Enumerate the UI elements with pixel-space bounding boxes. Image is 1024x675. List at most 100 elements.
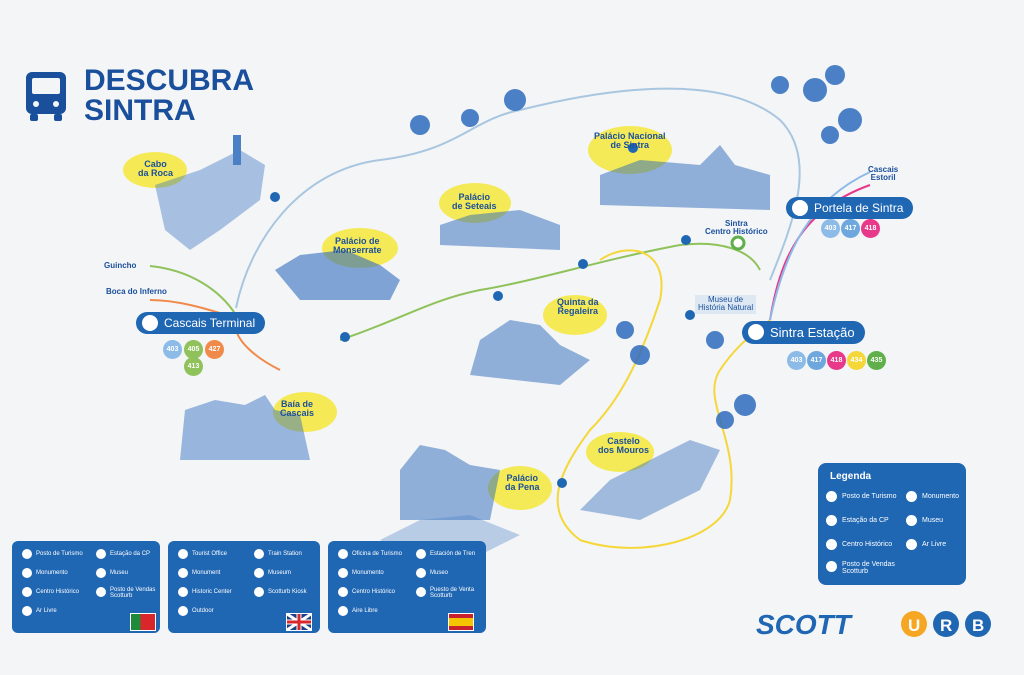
route-badge: 403 [163, 340, 182, 359]
lighthouse [233, 135, 241, 165]
stop-marker [628, 143, 638, 153]
legend-pt-item: Monumento [36, 570, 68, 576]
palace-seteais [440, 210, 560, 250]
legend-pt-item: Museu [110, 570, 129, 576]
flag-portugal-icon[interactable] [130, 613, 156, 631]
label-palacio-monserrate[interactable]: Palácio de Monserrate [333, 236, 382, 256]
castle-mouros [580, 440, 720, 520]
label-boca-inferno[interactable]: Boca do Inferno [106, 287, 167, 296]
station-label: Portela de Sintra [814, 201, 904, 215]
monument-icon [178, 568, 188, 578]
legend-es-item: Aire Libre [352, 608, 378, 614]
route-badge: 417 [841, 219, 860, 238]
museum-icon [906, 515, 917, 526]
route-badge: 405 [184, 340, 203, 359]
tree-icon [825, 65, 845, 85]
train-icon [96, 549, 106, 559]
svg-text:U: U [908, 616, 920, 635]
legend-item: Ar Livre [922, 541, 947, 548]
stop-marker [493, 291, 503, 301]
stop-marker [681, 235, 691, 245]
legend-es: Oficina de Turismo Estación de Tren Monu… [328, 541, 486, 633]
title-line1: DESCUBRA [84, 64, 255, 97]
monument-icon [338, 568, 348, 578]
legend-en-item: Scotturb Kiosk [268, 589, 307, 595]
label-cabo-da-roca[interactable]: Cabo da Roca [138, 159, 174, 179]
legend-en-item: Outdoor [192, 608, 214, 614]
legend-en-item: Monument [192, 570, 221, 576]
highlight-pena [488, 466, 552, 510]
train-icon [416, 549, 426, 559]
route-line-blue [235, 87, 801, 309]
label-sintra-centro[interactable]: Sintra Centro Histórico [705, 219, 768, 237]
label-palacio-nacional[interactable]: Palácio Nacional de Sintra [594, 131, 666, 151]
stop-marker [340, 332, 350, 342]
stop-marker [557, 478, 567, 488]
tree-icon [338, 606, 348, 616]
legend-item: Centro Histórico [842, 541, 893, 548]
legend-title: Legenda [830, 471, 872, 482]
route-line-orange [149, 299, 281, 371]
museum-icon [96, 568, 106, 578]
label-palacio-seteais[interactable]: Palácio de Seteais [452, 192, 497, 212]
flag-spain-icon[interactable] [448, 613, 474, 631]
tree-icon [410, 115, 430, 135]
legend-es-item: Oficina de Turismo [352, 551, 403, 557]
station-portela-sintra[interactable]: Portela de Sintra [786, 197, 914, 219]
info-icon [338, 549, 348, 559]
palace-nacional [600, 145, 770, 210]
route-badge: 434 [847, 351, 866, 370]
palace-pena [400, 445, 500, 520]
route-line-green-left [149, 265, 237, 316]
title-line2: SINTRA [84, 94, 196, 127]
tree-icon [178, 606, 188, 616]
tree-icon [716, 411, 734, 429]
route-badge: 403 [821, 219, 840, 238]
info-icon [178, 549, 188, 559]
legend-es-item: Puesto de Venta Scotturb [430, 587, 475, 599]
legend-en-item: Historic Center [192, 589, 232, 595]
legend-item: Museu [922, 517, 944, 524]
legend-pt-item: Ar Livre [36, 608, 57, 614]
tree-icon [706, 331, 724, 349]
svg-text:B: B [972, 616, 984, 635]
station-cascais-terminal[interactable]: Cascais Terminal [136, 312, 266, 334]
monument-icon [906, 491, 917, 502]
highlight-cabo-roca [123, 152, 187, 188]
tree-icon [616, 321, 634, 339]
route-badge: 418 [861, 219, 880, 238]
historic-center-icon [22, 587, 32, 597]
legend-pt-item: Posto de Vendas Scotturb [110, 587, 156, 599]
sales-point-icon [416, 587, 426, 597]
stop-marker [578, 259, 588, 269]
label-museu[interactable]: Museu de História Natural [695, 295, 757, 314]
sales-point-icon [254, 587, 264, 597]
label-palacio-pena[interactable]: Palácio da Pena [505, 473, 540, 493]
train-icon [254, 549, 264, 559]
station-sintra-estacao[interactable]: Sintra Estação [742, 321, 865, 344]
brand-logo: SCOTT U R B [756, 609, 991, 640]
highlight-mouros [586, 432, 654, 472]
bus-stop-icon [792, 200, 808, 216]
bus-stop-icon [142, 315, 158, 331]
label-baia-cascais[interactable]: Baía de Cascais [280, 399, 315, 419]
label-guincho[interactable]: Guincho [104, 261, 137, 270]
historic-center-icon [826, 539, 837, 550]
label-quinta-regaleira[interactable]: Quinta da Regaleira [557, 297, 599, 317]
tree-icon [906, 539, 917, 550]
stop-marker [270, 192, 280, 202]
tree-icon [771, 76, 789, 94]
route-badge: 417 [807, 351, 826, 370]
museum-icon [254, 568, 264, 578]
flag-uk-cross [286, 612, 312, 632]
flag-uk-icon[interactable] [286, 612, 312, 632]
info-icon [22, 549, 32, 559]
route-badge: 427 [205, 340, 224, 359]
historic-center-icon [338, 587, 348, 597]
highlight-baia [273, 392, 337, 432]
label-castelo-mouros[interactable]: Castelo dos Mouros [598, 436, 649, 456]
legend-pt: Posto de Turismo Estação da CP Monumento… [12, 541, 160, 633]
legend-en-item: Tourist Office [192, 551, 227, 557]
label-cascais-estoril[interactable]: Cascais Estoril [868, 165, 899, 183]
